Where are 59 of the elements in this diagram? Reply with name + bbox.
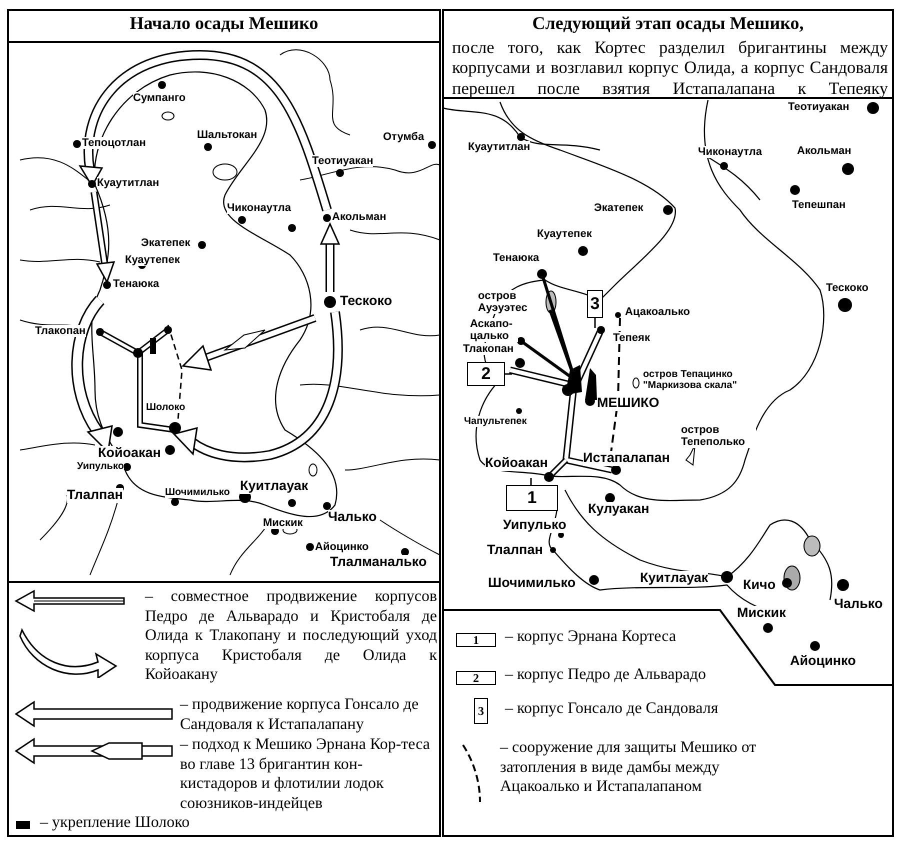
place-label: Экатепек <box>141 237 190 250</box>
place-label: Акольман <box>332 211 386 224</box>
panel-title: Следующий этап осады Мешико, <box>531 13 805 34</box>
legend-text: – корпус Эрнана Кортеса <box>505 627 678 647</box>
panel-title: Начало осады Мешико <box>128 13 320 34</box>
corps-marker: 1 <box>456 633 496 647</box>
place-label: Куаутепек <box>537 228 592 240</box>
corps-marker: 2 <box>467 362 505 386</box>
legend-text: – подход к Мешико Эрнана Кор-теса во главе 13 бригантин кон-кистадоров и флотилии лодок союзников-индейцев <box>180 735 432 814</box>
place-label: Куитлауак <box>640 571 708 586</box>
place-label: Айоцинко <box>790 654 856 669</box>
place-label: Акольман <box>797 145 852 158</box>
place-label: Тепешпан <box>792 199 846 212</box>
place-label: Тлакопан <box>35 325 86 338</box>
place-label: Тепоцотлан <box>82 137 146 150</box>
place-label: Тенаюка <box>493 252 540 264</box>
legend-text: – корпус Педро де Альварадо <box>505 665 707 685</box>
place-label: Чапультепек <box>464 416 527 427</box>
place-label: Шочимилько <box>165 487 230 498</box>
place-label: Тлакопан <box>463 343 514 356</box>
legend-text: – совместное продвижение корпусов Педро де Альварадо и Кристобаля де Олида к Тлакопану и последующий уход корпуса Кристобаля де Олида к Койоакану <box>145 587 437 685</box>
panel-subtitle: после того, как Кортес разделил бригантины между корпусами и возглавил корпус Олида, а корпус Сандоваля перешел после взятия Истапалапана к Тепеяку <box>452 38 888 100</box>
place-label: Тескоко <box>826 282 868 294</box>
corps-marker: 2 <box>456 671 496 685</box>
place-label: Тепеяк <box>613 332 650 344</box>
place-label: Уипулько <box>503 518 566 533</box>
place-label: Койоакан <box>98 446 161 461</box>
place-label: Шальтокан <box>197 129 258 142</box>
place-label: Теотиуакан <box>788 101 850 114</box>
place-label: Куаутитлан <box>468 141 530 154</box>
corps-marker: 1 <box>506 485 558 511</box>
place-label: Уипулько <box>77 461 124 472</box>
place-label: Экатепек <box>594 202 644 214</box>
place-label: Кулуакан <box>588 502 650 517</box>
place-label: Теотиуакан <box>312 155 374 168</box>
place-label: остров Тепеполько <box>681 424 756 448</box>
place-label: Сумпанго <box>133 92 186 104</box>
place-label: Чиконаутла <box>227 202 291 214</box>
place-label: Куаутитлан <box>97 177 160 190</box>
place-label: Койоакан <box>485 456 548 471</box>
place-label: Истапалапан <box>583 451 670 466</box>
place-label: Шолоко <box>146 402 186 413</box>
place-label: МЕШИКО <box>597 396 660 411</box>
legend-text: – корпус Гонсало де Сандоваля <box>505 699 720 719</box>
place-label: Мискик <box>263 517 303 530</box>
place-label: Тлалпан <box>67 488 123 503</box>
place-label: Айоцинко <box>315 541 369 554</box>
place-label: Отумба <box>383 131 424 144</box>
corps-marker: 3 <box>474 698 488 724</box>
legend-text: – продвижение корпуса Гонсало де Сандоваля к Истапалапану <box>180 695 420 734</box>
place-label: Ацакоалько <box>625 306 690 318</box>
corps-marker: 3 <box>587 290 603 318</box>
place-label: Аскапо-цалько <box>470 318 518 342</box>
place-label: Куитлауак <box>240 479 308 494</box>
legend-text: – сооружение для защиты Мешико от затопления в виде дамбы между Ацакоалько и Истапалапаном <box>500 738 758 797</box>
place-label: Тенаюка <box>113 278 160 290</box>
place-label: Чиконаутла <box>698 146 762 158</box>
place-label: Куаутепек <box>125 254 180 266</box>
legend-text: – укрепление Шолоко <box>40 813 191 833</box>
